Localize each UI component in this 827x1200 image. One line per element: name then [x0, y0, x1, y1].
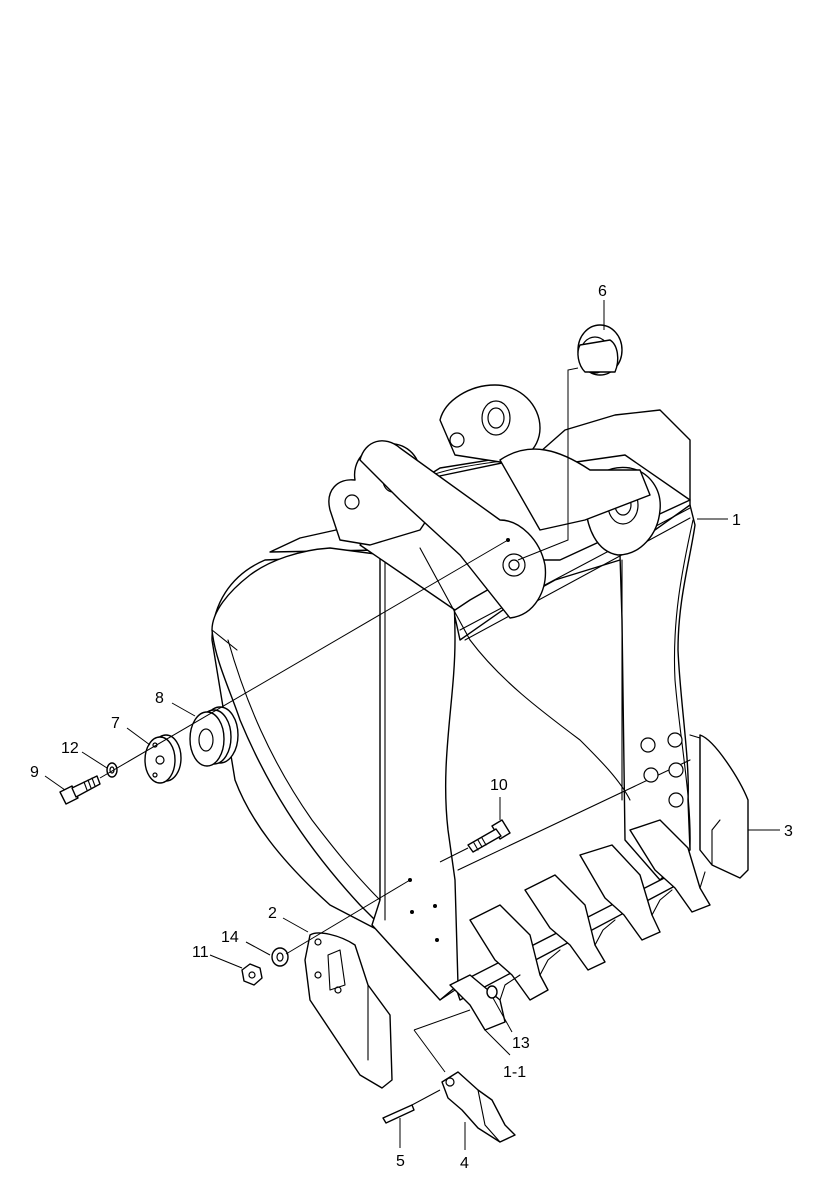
callout-13: 13 — [512, 1035, 530, 1052]
bucket-teeth — [449, 819, 711, 1031]
callout-14: 14 — [221, 929, 239, 946]
callout-10: 10 — [490, 777, 508, 794]
callout-6: 6 — [598, 283, 607, 300]
side-cutter-right — [689, 734, 749, 879]
callout-3: 3 — [784, 823, 793, 840]
washer-part-12 — [106, 762, 118, 778]
callout-7: 7 — [111, 715, 120, 732]
callout-1: 1 — [732, 512, 741, 529]
tooth-part-4 — [441, 1071, 516, 1143]
callout-9: 9 — [30, 764, 39, 781]
bucket-body — [211, 384, 696, 1001]
callout-labels: 6 1 3 8 7 12 9 10 2 14 11 13 1-1 5 4 — [30, 283, 793, 1172]
plate-part-7 — [144, 734, 182, 784]
side-cutter-left — [304, 932, 393, 1089]
assembly-lines — [99, 367, 579, 1106]
callout-4: 4 — [460, 1155, 469, 1172]
lock-part-13 — [486, 985, 498, 999]
callout-12: 12 — [61, 740, 79, 757]
callout-1-1: 1-1 — [503, 1064, 526, 1081]
shim-part-8 — [189, 706, 239, 767]
callout-leaders — [44, 300, 780, 1150]
bushing-part-6 — [577, 324, 623, 376]
bolt-part-9 — [59, 775, 101, 805]
callout-8: 8 — [155, 690, 164, 707]
bolt-part-10 — [467, 819, 511, 853]
pin-part-5 — [382, 1104, 415, 1124]
callout-11: 11 — [192, 944, 209, 961]
callout-2: 2 — [268, 905, 277, 922]
nut-part-11 — [241, 963, 263, 986]
washer-part-14 — [271, 947, 289, 967]
callout-5: 5 — [396, 1153, 405, 1170]
